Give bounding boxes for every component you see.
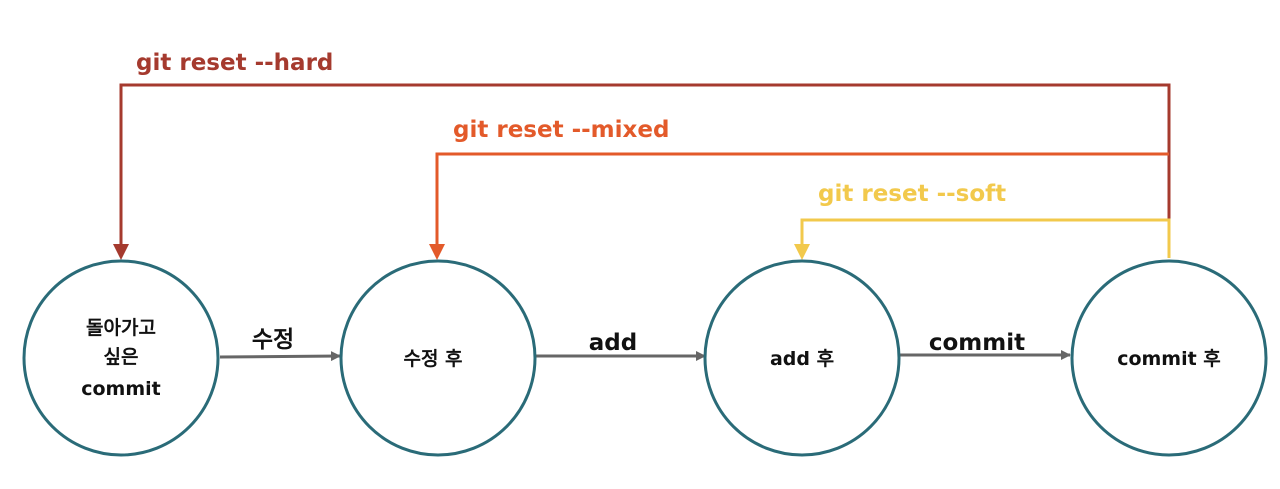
node-target-commit-line3: commit	[81, 378, 161, 400]
reset-hard-path	[113, 83, 1171, 260]
node-after-edit	[339, 259, 537, 457]
edge-commit-label: commit	[929, 330, 1025, 356]
reset-mixed-path	[429, 152, 1169, 260]
reset-soft-label: git reset --soft	[818, 181, 1006, 207]
edge-add-label: add	[589, 330, 637, 356]
reset-mixed-line	[435, 152, 1169, 246]
reset-soft-path	[794, 218, 1171, 260]
node-target-commit-line1: 돌아가고	[86, 317, 156, 339]
edge-edit-label: 수정	[252, 327, 294, 353]
node-target-commit	[22, 259, 220, 457]
reset-hard-label: git reset --hard	[136, 50, 333, 76]
edge-edit-arrow	[219, 351, 341, 362]
reset-soft-line	[800, 218, 1171, 258]
node-after-add-label: add 후	[770, 348, 834, 370]
node-after-commit	[1070, 259, 1268, 457]
node-after-edit-label: 수정 후	[403, 348, 462, 370]
reset-mixed-arrowhead	[429, 244, 445, 260]
reset-hard-arrowhead	[113, 244, 129, 260]
reset-hard-line	[119, 83, 1171, 258]
node-after-add	[703, 259, 901, 457]
reset-soft-arrowhead	[794, 244, 810, 260]
node-target-commit-line2: 싶은	[104, 346, 139, 368]
node-after-commit-label: commit 후	[1117, 348, 1221, 370]
reset-mixed-label: git reset --mixed	[453, 117, 669, 143]
